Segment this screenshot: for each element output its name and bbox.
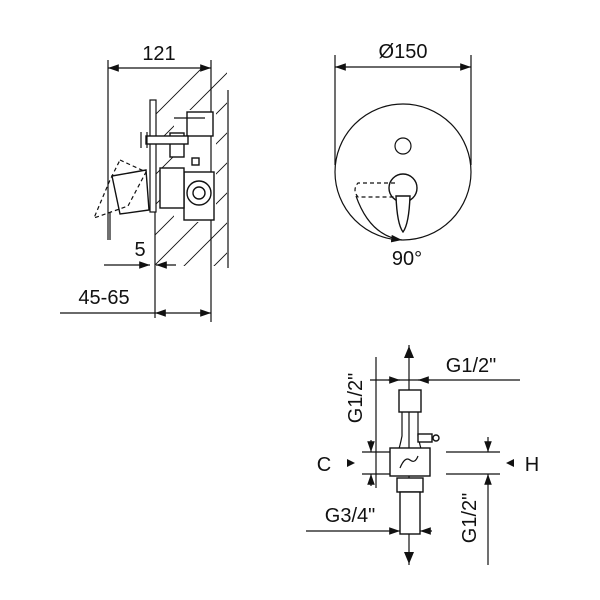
label-h: H [525, 454, 539, 476]
diverter-button [394, 137, 412, 155]
thread-left-label: G1/2" [345, 373, 367, 423]
arrow-down [404, 552, 414, 564]
side-view: 121 5 45-65 [60, 43, 229, 322]
arrow-h [506, 459, 514, 467]
thread-top-label: G1/2" [446, 355, 496, 377]
rotation-arc [355, 195, 403, 243]
cover-plate-front [334, 103, 472, 241]
arrow-c [347, 459, 355, 467]
valve-body-view: G1/2" G1/2" C H G1/2" [306, 345, 539, 565]
dim-label-depth: 45-65 [78, 287, 129, 309]
lever-handle-rotated [92, 159, 147, 220]
valve-body-side [140, 111, 215, 221]
dim-label-width: 121 [142, 43, 175, 65]
lever-handle [109, 169, 150, 240]
dim-label-diameter: Ø150 [379, 41, 428, 63]
front-view: Ø150 90° [334, 41, 472, 270]
label-c: C [317, 454, 331, 476]
dim-label-rotation: 90° [392, 248, 422, 270]
front-lever [354, 173, 418, 234]
arrow-up [404, 346, 414, 358]
thread-bottom-right-label: G1/2" [459, 493, 481, 543]
cover-plate [149, 99, 157, 213]
thread-bottom-left-label: G3/4" [325, 505, 375, 527]
valve-body-outline [389, 389, 440, 535]
dim-label-offset: 5 [134, 239, 145, 261]
